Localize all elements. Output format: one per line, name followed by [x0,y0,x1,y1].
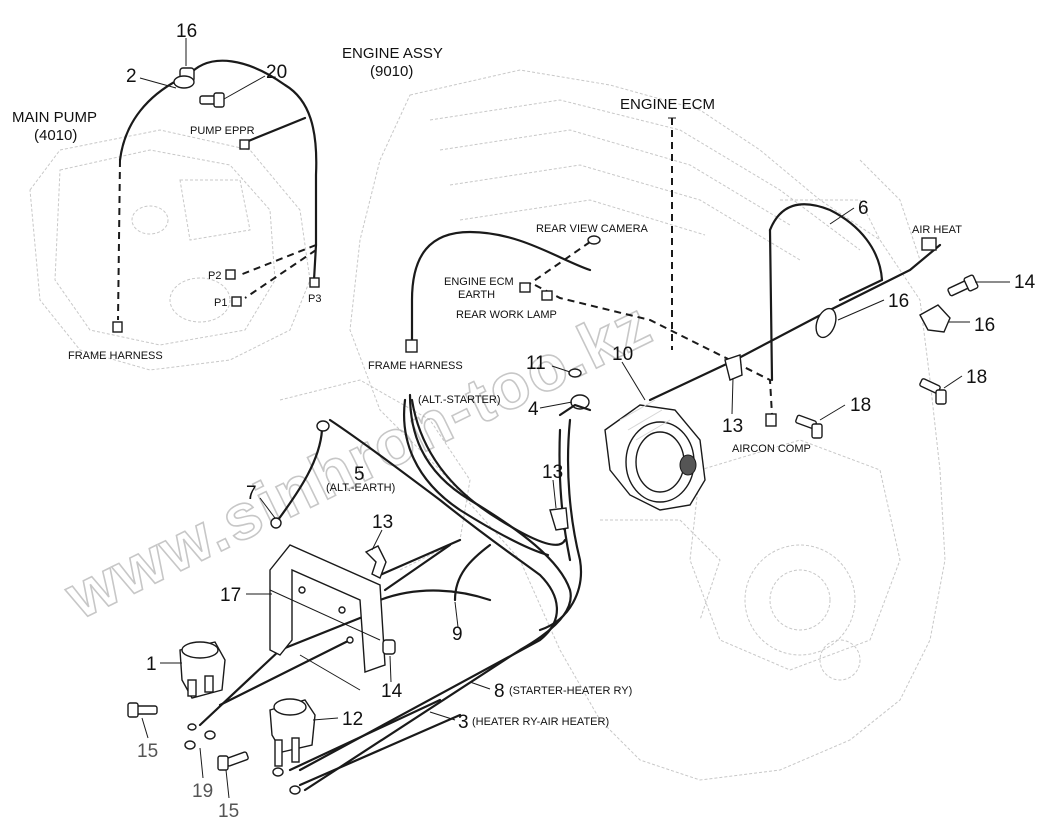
callout-9: 9 [452,624,463,645]
terminal-7 [270,517,282,529]
callout-18-right: 18 [966,367,987,388]
clamp-16-b [919,304,951,333]
bolt-14-bottom [382,639,396,655]
main-pump-ghost [29,129,311,371]
engine-assy-code: (9010) [370,63,413,80]
air-heat-harness [648,203,979,439]
callout-2: 2 [126,66,137,87]
engine-ecm-title: ENGINE ECM [620,96,715,113]
p1-connector [231,296,242,307]
callout-13-a: 13 [722,416,743,437]
alternator-10 [568,368,706,511]
callout-13-c: 13 [372,512,393,533]
bolt-18-mid [795,414,823,439]
bolt-14-right [947,274,979,297]
callout-20: 20 [266,62,287,83]
pump-eppr-connector [239,139,250,150]
clamp-13-right [724,354,743,381]
callout-13-b: 13 [542,462,563,483]
callout-11: 11 [526,353,546,374]
callout-16-r2: 16 [974,315,995,336]
p2-connector [225,269,236,280]
label-alt-earth: (ALT.-EARTH) [326,482,395,494]
callout-15-b: 15 [218,801,239,822]
terminal-11 [568,368,582,378]
callout-18-mid: 18 [850,395,871,416]
callout-leaders [139,38,1010,799]
rear-view-camera-terminal [587,235,601,245]
callout-12: 12 [342,709,363,730]
rear-work-lamp-connector [541,290,553,301]
terminal-5 [316,420,330,432]
frame-harness-connector-left [112,321,123,333]
label-alt-starter: (ALT.-STARTER) [418,394,501,406]
bolt-15-a [127,702,158,718]
clamp-16-a [815,307,837,339]
clamp-13-bundle [549,507,569,531]
callout-10: 10 [612,344,633,365]
callout-15-a: 15 [137,741,158,762]
label-engine-ecm-earth-1: ENGINE ECM [444,276,514,288]
callout-1: 1 [146,654,157,675]
callout-3: 3 [458,712,469,733]
callout-7: 7 [246,483,257,504]
aircon-comp-connector [765,413,777,427]
label-frame-harness-left: FRAME HARNESS [68,350,163,362]
pump-harness [112,59,320,333]
bolt-20 [199,92,225,108]
bolt-18-right [919,378,947,405]
air-heat-connector [921,237,937,251]
label-p2: P2 [208,270,221,282]
main-pump-code: (4010) [34,127,77,144]
callout-8: 8 [494,681,505,702]
main-pump-title: MAIN PUMP [12,109,97,126]
callout-4: 4 [528,399,539,420]
callout-14-bottom: 14 [381,681,403,702]
label-rear-work-lamp: REAR WORK LAMP [456,309,557,321]
p3-connector [309,277,320,288]
nut-19-b [204,730,216,740]
frame-harness-connector-mid [405,339,418,353]
label-starter-heater-ry: (STARTER-HEATER RY) [509,685,632,697]
callout-17: 17 [220,585,241,606]
label-rear-view-camera: REAR VIEW CAMERA [536,223,649,235]
relay-12 [217,698,462,795]
label-p3: P3 [308,293,321,305]
nut-19-a [184,740,196,750]
label-p1: P1 [214,297,227,309]
clip-2 [173,75,195,89]
label-air-heat: AIR HEAT [912,224,962,236]
callout-5: 5 [354,464,365,485]
callout-16-top: 16 [176,21,197,42]
label-aircon-comp: AIRCON COMP [732,443,811,455]
relay-1 [127,641,226,750]
engine-assy-title: ENGINE ASSY [342,45,443,62]
clamp-13-mid [364,545,387,579]
center-harness [405,117,777,427]
label-pump-eppr: PUMP EPPR [190,125,255,137]
callout-6: 6 [858,198,869,219]
label-frame-harness-mid: FRAME HARNESS [368,360,463,372]
label-heater-ry-air-heater: (HEATER RY-AIR HEATER) [472,716,609,728]
callout-16-r1: 16 [888,291,909,312]
callout-14-right: 14 [1014,272,1036,293]
engine-ecm-earth-connector [519,282,531,293]
bracket-17 [269,544,396,691]
label-engine-ecm-earth-2: EARTH [458,289,495,301]
callout-19: 19 [192,781,213,802]
bolt-15-b [217,751,249,771]
